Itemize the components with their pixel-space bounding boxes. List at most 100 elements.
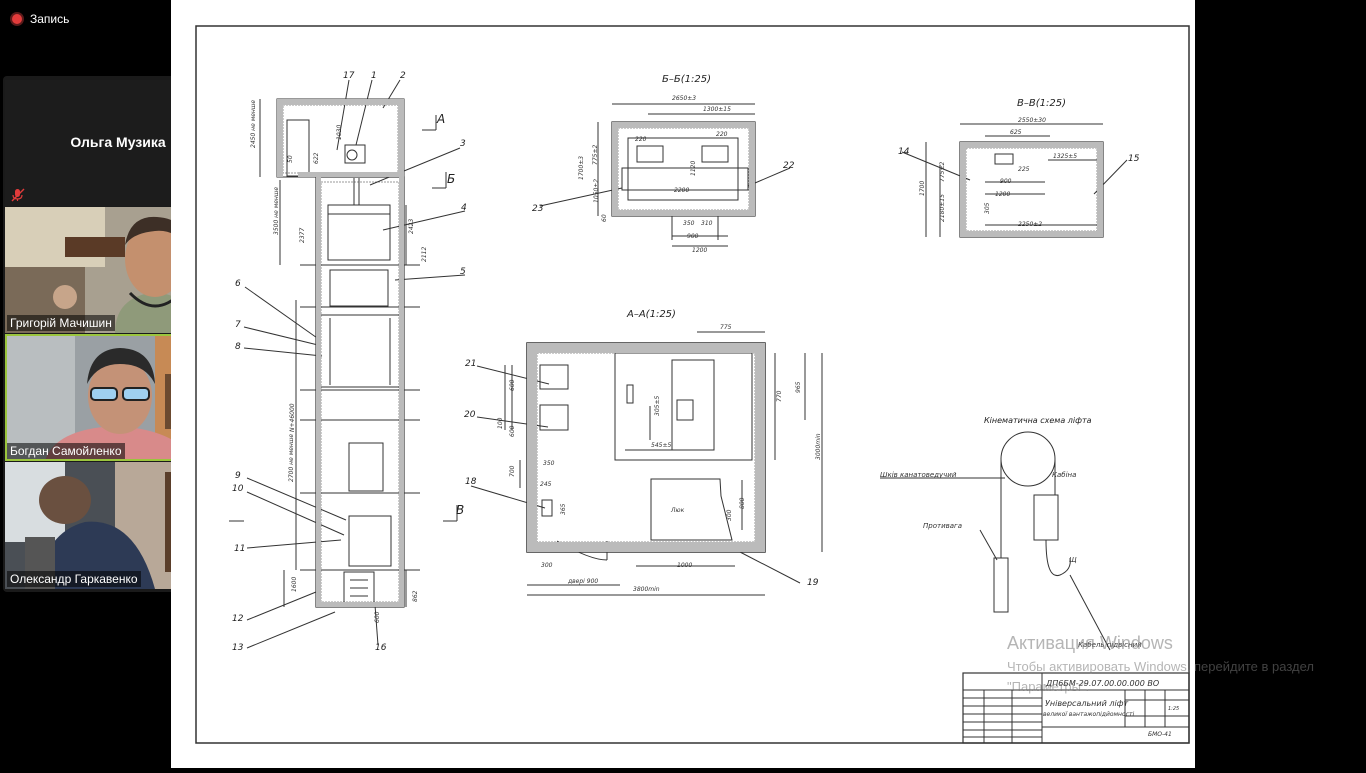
dimension: 1700±3 [578, 156, 585, 180]
title-block-code: ДП6БМ-29.07.00.00.000 ВО [1045, 679, 1159, 688]
position-label: 21 [465, 359, 476, 369]
position-label: 16 [375, 643, 387, 653]
view-label-kinematic: Кінематична схема ліфта [984, 416, 1092, 425]
dimension: 2112 [421, 247, 428, 262]
dimension: 775 [720, 324, 732, 331]
dimension: 900 [1000, 178, 1012, 185]
dimension: 2200 [674, 187, 689, 194]
view-label-section-v: В–В(1:25) [1017, 98, 1066, 109]
dimension: 350 [683, 220, 695, 227]
dimension: 862 [412, 590, 419, 602]
recording-indicator: Запись [12, 12, 69, 26]
position-label: 7 [235, 320, 241, 330]
dimension: 305 [984, 202, 991, 214]
dimension: 1120 [690, 161, 697, 176]
dimension: 1200 [692, 247, 707, 254]
dimension: 600 [509, 379, 516, 391]
kinematic-label: Кабіна [1052, 471, 1076, 479]
dimension: N+46000 [289, 403, 296, 432]
position-label: 6 [235, 279, 241, 289]
dimension: 3000min [815, 433, 822, 460]
position-label: 2 [400, 71, 406, 81]
dimension: 3500 не менше [273, 187, 280, 235]
dimension: 800 [739, 497, 746, 509]
dimension: 1325±5 [1053, 153, 1077, 160]
dimension: 770 [776, 390, 783, 402]
dimension: Люк [670, 507, 685, 514]
dimension: 1700 [919, 181, 926, 196]
dimension: 625 [1010, 129, 1022, 136]
dimension: 2423 [408, 219, 415, 234]
position-label: 8 [235, 342, 241, 352]
position-label: 10 [232, 484, 244, 494]
position-label: 18 [465, 477, 477, 487]
dimension: 1300±15 [703, 106, 731, 113]
dimension: 300 [726, 509, 733, 521]
dimension: 245 [540, 481, 552, 488]
kinematic-label: Шків канатоведучий [880, 471, 957, 479]
position-label: 9 [235, 471, 241, 481]
dimension: 365 [560, 503, 567, 515]
dimension: 350 [543, 460, 555, 467]
dimension: 2377 [299, 228, 306, 243]
dimension: 2550±30 [1018, 117, 1046, 124]
position-label: 4 [461, 203, 467, 213]
position-label: 3 [460, 139, 466, 149]
activation-watermark-title: Активация Windows [1007, 633, 1173, 653]
position-label: 20 [464, 410, 476, 420]
position-label: 12 [232, 614, 244, 624]
position-label: 11 [234, 544, 245, 554]
dimension: 300 [541, 562, 553, 569]
participant-name: Ольга Музика [70, 134, 166, 150]
dimension: 775±2 [939, 162, 946, 182]
recording-label: Запись [30, 12, 70, 26]
dimension: 2180±15 [939, 194, 946, 222]
position-label: 22 [783, 161, 795, 171]
title-block-scale: 1:25 [1168, 706, 1179, 712]
position-label: 19 [807, 578, 819, 588]
dimension: двері 900 [567, 578, 598, 585]
cut-mark-b: Б [447, 172, 455, 186]
dimension: 1000 [677, 562, 692, 569]
position-label: 1 [371, 71, 377, 81]
dimension: 900 [687, 233, 699, 240]
dimension: 220 [635, 136, 647, 143]
kinematic-label: Противага [923, 522, 962, 530]
dimension: 1200 [995, 191, 1010, 198]
dimension: 1050±2 [593, 179, 600, 203]
participant-name: Григорій Мачишин [7, 315, 115, 331]
kinematic-label: Щ [1069, 556, 1077, 564]
muted-microphone-icon [11, 188, 25, 202]
dimension: 100 [497, 417, 504, 429]
dimension: 50 [287, 155, 294, 163]
cut-mark-a: А [436, 112, 445, 126]
position-label: 17 [343, 71, 355, 81]
dimension: 2450 не менше [250, 100, 257, 148]
engineering-drawing: Б–Б(1:25) В–В(1:25) А–А(1:25) Кінематичн… [195, 25, 1190, 744]
dimension: 2700 не менше [288, 434, 295, 482]
dimension: 3800min [633, 586, 660, 593]
position-label: 14 [898, 147, 910, 157]
dimension: 305±5 [654, 396, 661, 416]
dimension: 775±2 [592, 145, 599, 165]
dimension: 60 [601, 214, 608, 222]
activation-watermark-text: Чтобы активировать Windows, перейдите в … [1007, 659, 1314, 694]
dimension: 310 [701, 220, 713, 227]
title-block-name-2: великої вантажопідйомності [1043, 711, 1134, 718]
dimension: 225 [1018, 166, 1030, 173]
participant-name: Олександр Гаркавенко [7, 571, 141, 587]
dimension: 600 [374, 611, 381, 623]
position-label: 23 [532, 204, 544, 214]
dimension: 600 [509, 425, 516, 437]
dimension: 545±5 [651, 442, 671, 449]
title-block-name: Універсальний ліфт [1045, 699, 1129, 708]
position-label: 15 [1128, 154, 1140, 164]
dimension: 2650±3 [672, 95, 696, 102]
dimension: 1600 [291, 577, 298, 592]
dimension: 2250±2 [1018, 221, 1042, 228]
shared-screen-drawing: Б–Б(1:25) В–В(1:25) А–А(1:25) Кінематичн… [171, 0, 1195, 768]
view-label-section-a: А–А(1:25) [626, 309, 676, 320]
view-label-section-b: Б–Б(1:25) [662, 74, 711, 85]
dimension: 700 [509, 465, 516, 477]
position-label: 13 [232, 643, 244, 653]
